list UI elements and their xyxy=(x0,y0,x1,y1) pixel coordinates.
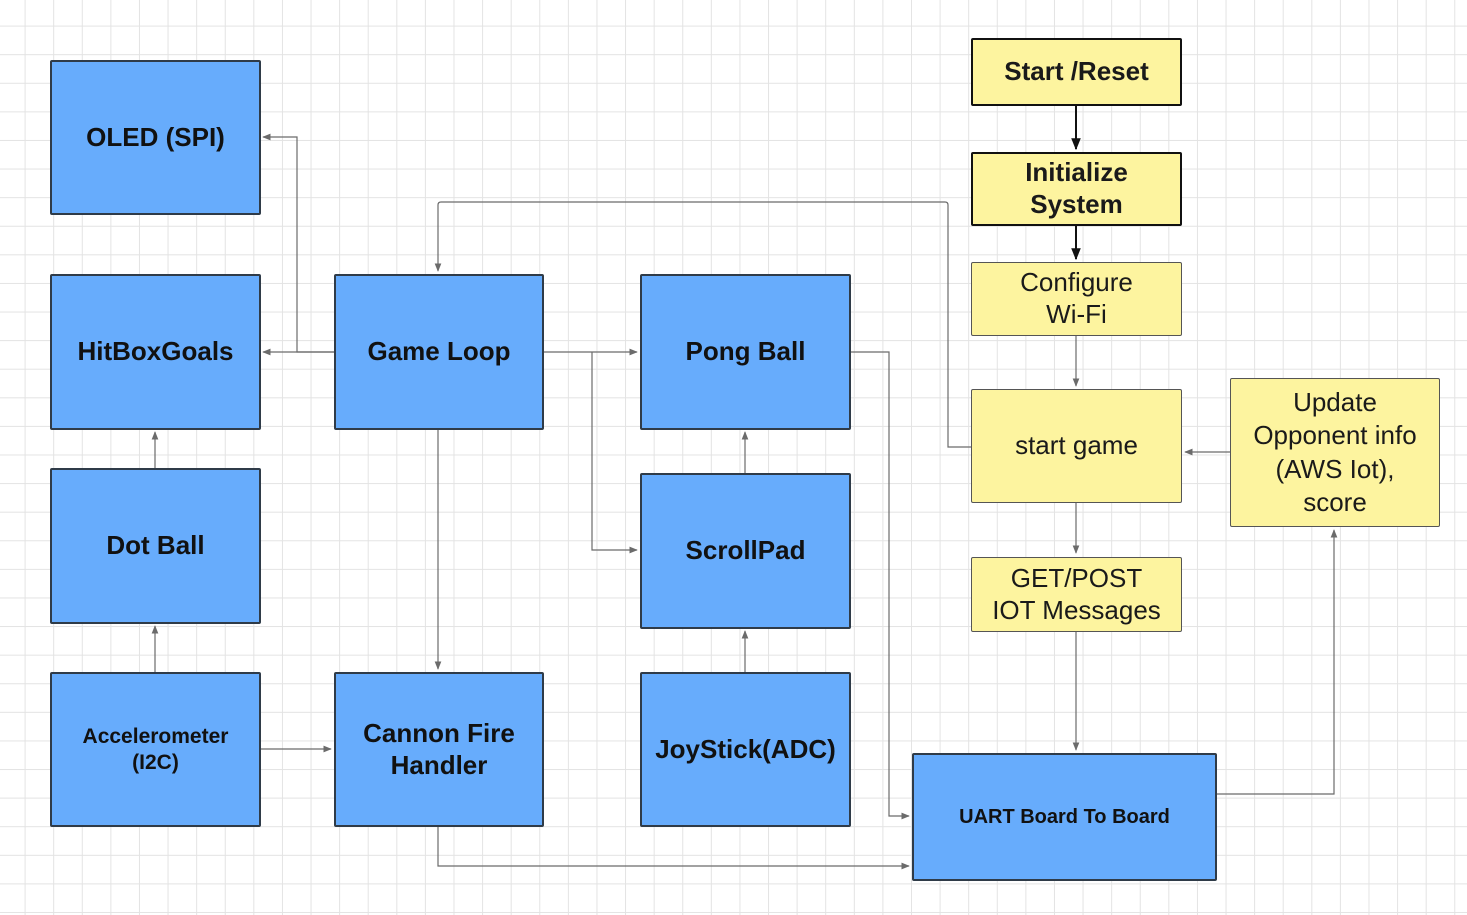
cannon-fire-handler-node[interactable]: Cannon Fire Handler xyxy=(334,672,544,827)
scrollpad-node[interactable]: ScrollPad xyxy=(640,473,851,629)
configure-wifi-node[interactable]: Configure Wi-Fi xyxy=(971,262,1182,336)
accelerometer-node[interactable]: Accelerometer (I2C) xyxy=(50,672,261,827)
joystick-adc-label: JoyStick(ADC) xyxy=(655,733,836,764)
edge-gameloop-scrollpad xyxy=(591,352,638,554)
configure-wifi-label: Configure Wi-Fi xyxy=(1020,267,1133,329)
uart-board-node[interactable]: UART Board To Board xyxy=(912,753,1217,881)
uart-board-label: UART Board To Board xyxy=(959,805,1170,828)
start-game-label: start game xyxy=(1015,430,1138,461)
edge-gameloop-oled xyxy=(262,133,334,353)
initialize-system-label: Initialize System xyxy=(1025,157,1128,219)
joystick-adc-node[interactable]: JoyStick(ADC) xyxy=(640,672,851,827)
start-reset-label: Start /Reset xyxy=(1004,56,1149,87)
get-post-iot-node[interactable]: GET/POST IOT Messages xyxy=(971,557,1182,632)
dot-ball-label: Dot Ball xyxy=(106,530,205,561)
edge-cannon-uart xyxy=(437,827,910,870)
cannon-fire-handler-label: Cannon Fire Handler xyxy=(363,717,515,780)
edge-pongball-uart xyxy=(851,351,910,820)
scrollpad-label: ScrollPad xyxy=(685,535,806,566)
start-game-node[interactable]: start game xyxy=(971,389,1182,503)
pong-ball-label: Pong Ball xyxy=(685,336,806,367)
update-opponent-node[interactable]: Update Opponent info (AWS Iot), score xyxy=(1230,378,1440,527)
accelerometer-label: Accelerometer (I2C) xyxy=(82,724,229,774)
game-loop-label: Game Loop xyxy=(367,336,511,367)
hitbox-goals-node[interactable]: HitBoxGoals xyxy=(50,274,261,430)
get-post-iot-label: GET/POST IOT Messages xyxy=(992,562,1161,625)
hitbox-goals-label: HitBoxGoals xyxy=(77,336,234,367)
pong-ball-node[interactable]: Pong Ball xyxy=(640,274,851,430)
initialize-system-node[interactable]: Initialize System xyxy=(971,152,1182,226)
dot-ball-node[interactable]: Dot Ball xyxy=(50,468,261,624)
start-reset-node[interactable]: Start /Reset xyxy=(971,38,1182,106)
edge-startgame-gameloop xyxy=(434,201,971,448)
update-opponent-label: Update Opponent info (AWS Iot), score xyxy=(1253,386,1417,517)
edge-uart-update xyxy=(1217,529,1338,795)
oled-spi-label: OLED (SPI) xyxy=(86,121,225,152)
game-loop-node[interactable]: Game Loop xyxy=(334,274,544,430)
oled-spi-node[interactable]: OLED (SPI) xyxy=(50,60,261,215)
